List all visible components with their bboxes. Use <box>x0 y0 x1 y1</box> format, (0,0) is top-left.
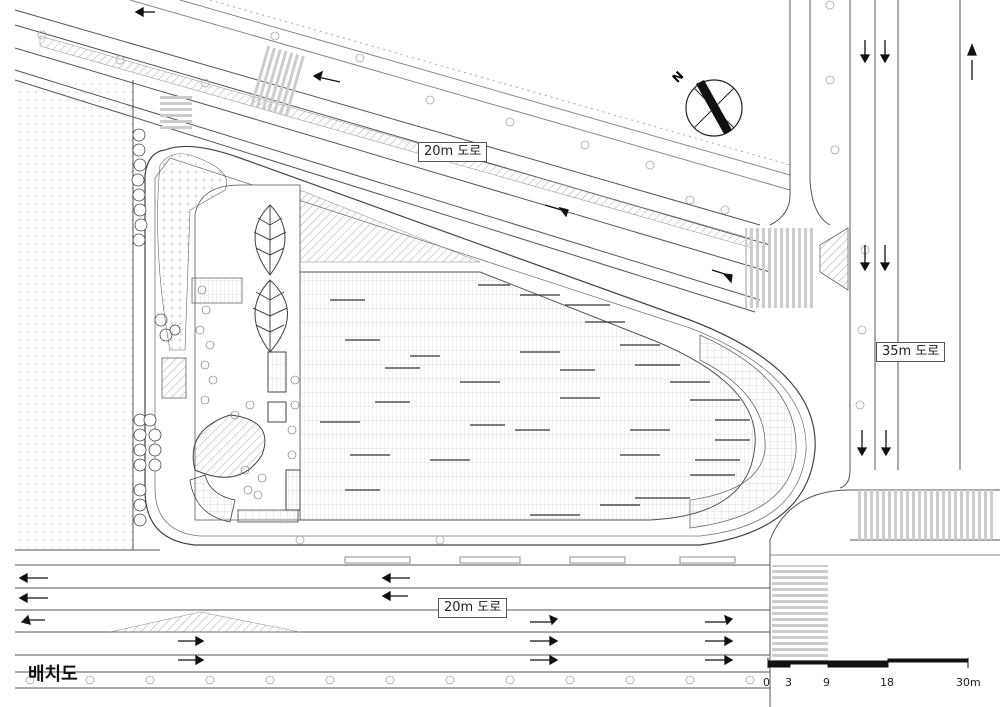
leaf-planter-3 <box>192 414 266 478</box>
south-road <box>15 489 1000 707</box>
west-parcel <box>15 80 133 550</box>
crosswalk-east <box>855 490 995 540</box>
north-arrow-symbol <box>685 79 743 137</box>
scale-tick-30m: 30m <box>956 676 981 689</box>
leaf-planter-1 <box>253 204 287 276</box>
scale-tick-0: 0 <box>763 676 770 689</box>
lane-arrows <box>18 6 977 666</box>
crosswalk-south <box>772 565 828 665</box>
east-road <box>769 0 961 489</box>
main-plaza <box>299 271 756 521</box>
north-road <box>14 0 791 313</box>
scale-tick-3: 3 <box>785 676 792 689</box>
scale-bar-graphic <box>767 658 969 668</box>
scale-tick-9: 9 <box>823 676 830 689</box>
trees-west <box>131 128 181 527</box>
road-label-north: 20m 도로 <box>418 142 488 162</box>
east-paved-arc <box>689 334 797 529</box>
road-label-east: 35m 도로 <box>876 342 946 362</box>
road-label-south: 20m 도로 <box>438 598 508 618</box>
crosswalk-nw <box>250 45 306 117</box>
scale-tick-18: 18 <box>880 676 894 689</box>
crosswalk-ne <box>745 228 815 308</box>
drawing-title: 배치도 <box>28 664 78 685</box>
